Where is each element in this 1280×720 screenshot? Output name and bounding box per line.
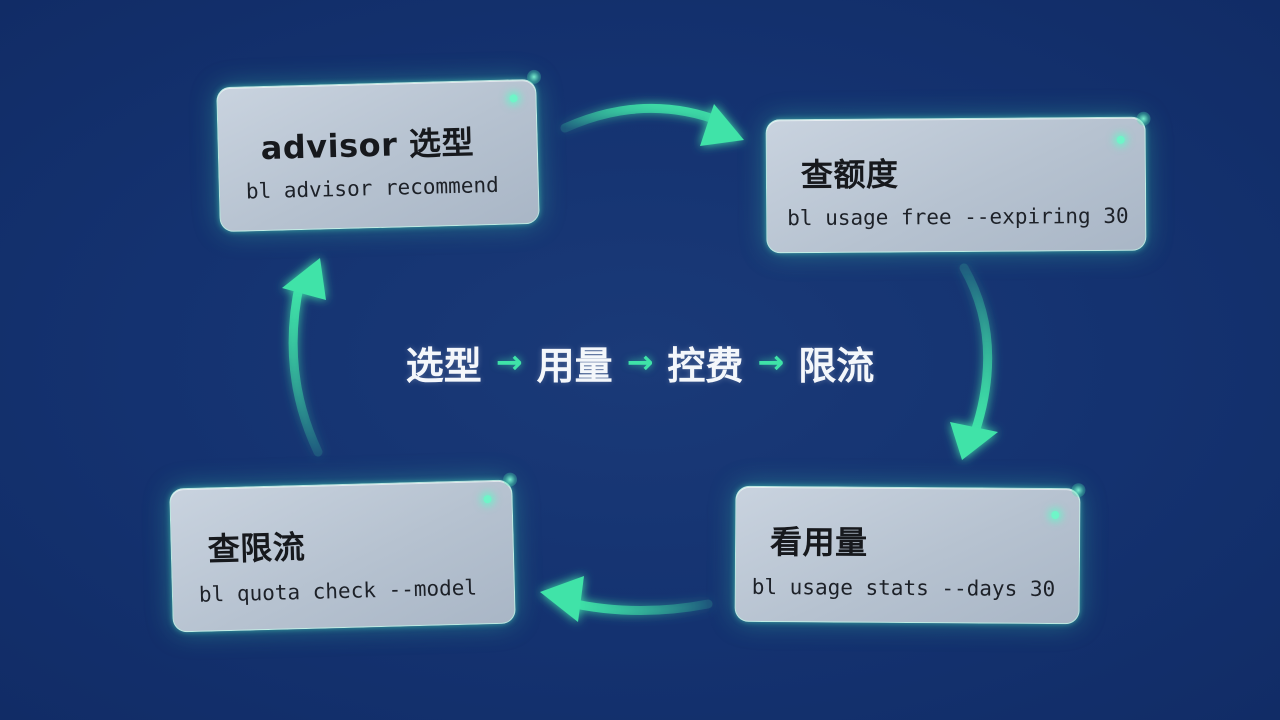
card-ratelimit-title: 查限流	[207, 527, 306, 569]
card-advisor: advisor 选型 bl advisor recommend	[216, 69, 542, 233]
card-ratelimit-command: bl quota check --model	[198, 575, 478, 607]
status-dot	[509, 94, 518, 103]
flow-step-usage: 用量	[536, 343, 613, 388]
card-quota-title: 查额度	[800, 155, 899, 195]
card-usage: 看用量 bl usage stats --days 30	[734, 483, 1086, 625]
arrow-right-icon: →	[495, 343, 523, 381]
arrow-usage-to-ratelimit	[540, 576, 713, 622]
flow-step-cost: 控费	[667, 343, 744, 388]
card-advisor-title: advisor 选型	[260, 123, 475, 168]
card-quota-command: bl usage free --expiring 30	[787, 203, 1129, 231]
arrow-advisor-to-quota	[560, 103, 744, 146]
card-advisor-command: bl advisor recommend	[245, 172, 499, 204]
corner-glow	[1136, 111, 1151, 126]
arrow-quota-to-usage	[950, 263, 998, 460]
card-usage-command: bl usage stats --days 30	[751, 574, 1056, 602]
arrow-right-icon: →	[757, 343, 785, 381]
status-dot	[1116, 135, 1125, 144]
card-quota: 查额度 bl usage free --expiring 30	[765, 111, 1151, 254]
corner-glow	[1071, 483, 1086, 498]
card-ratelimit: 查限流 bl quota check --model	[169, 472, 518, 633]
flow-step-ratelimit: 限流	[798, 343, 875, 388]
card-usage-title: 看用量	[769, 523, 868, 562]
status-dot	[1051, 511, 1060, 520]
status-dot	[483, 495, 492, 504]
arrow-ratelimit-to-advisor	[282, 258, 326, 457]
flow-step-select: 选型	[405, 343, 482, 388]
arrow-right-icon: →	[626, 343, 654, 381]
cycle-flow: 选型 → 用量 → 控费 → 限流	[350, 330, 930, 394]
